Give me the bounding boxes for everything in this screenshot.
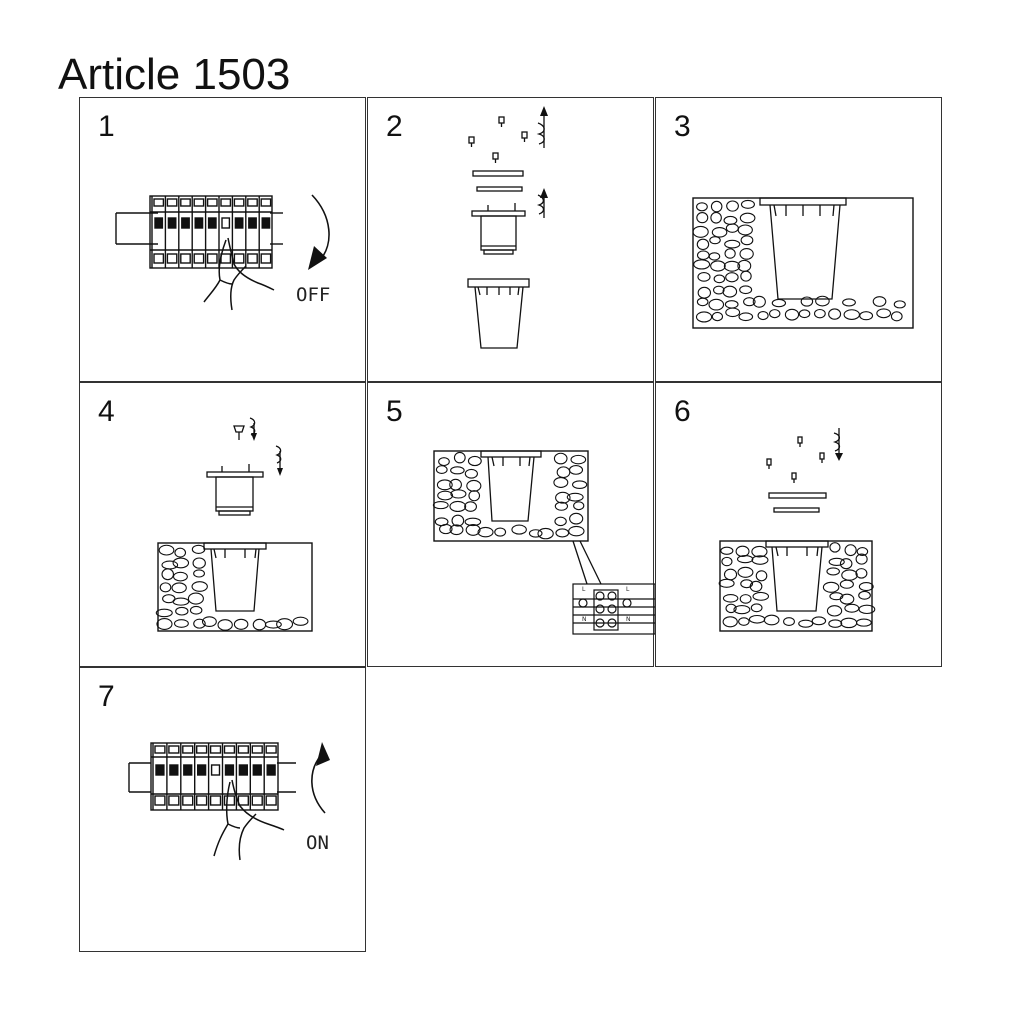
ground-sleeve-icon xyxy=(759,197,847,300)
step-panel-7: 7 ON xyxy=(79,667,366,952)
hand-icon xyxy=(213,779,285,861)
step-number: 1 xyxy=(98,110,115,143)
exploded-fixture-diagram xyxy=(467,106,548,349)
unscrew-spiral-icon xyxy=(536,122,545,145)
stone-ground-icon xyxy=(155,542,313,632)
document-title: Article 1503 xyxy=(58,50,291,99)
step-panel-6: 6 xyxy=(655,382,942,667)
ground-sleeve-icon xyxy=(765,540,829,612)
screw-icon xyxy=(766,458,772,469)
hand-icon xyxy=(203,237,275,311)
breaker-panel-icon xyxy=(115,195,283,269)
terminal-label-l-right: L xyxy=(626,586,630,593)
screw-icon xyxy=(797,436,803,447)
step-number: 6 xyxy=(674,395,691,428)
screw-icon xyxy=(521,131,528,142)
glass-cover-icon xyxy=(472,170,524,177)
screw-icon xyxy=(468,136,475,147)
ground-sleeve-icon xyxy=(480,450,602,585)
screw-icon xyxy=(233,425,245,440)
screw-icon xyxy=(791,472,797,483)
screw-icon xyxy=(498,116,505,127)
terminal-label-l-left: L xyxy=(582,586,586,593)
terminal-label-n-left: N xyxy=(582,616,587,623)
off-label: OFF xyxy=(296,284,330,306)
breaker-diagram: OFF xyxy=(115,194,330,311)
step-panel-3: 3 xyxy=(655,97,942,382)
on-label: ON xyxy=(306,832,329,854)
cover-fitting-diagram xyxy=(718,428,876,632)
step-panel-5: 5 L N L N xyxy=(367,382,656,667)
wiring-diagram: L N L N xyxy=(432,450,656,635)
step-number: 2 xyxy=(386,110,403,143)
lamp-insertion-diagram xyxy=(155,417,313,632)
step-number: 4 xyxy=(98,395,115,428)
step-number: 5 xyxy=(386,395,403,428)
step-number: 7 xyxy=(98,680,115,713)
glass-cover-icon xyxy=(768,492,827,499)
rotation-arrow-icon xyxy=(311,742,330,814)
sleeve-in-ground-diagram xyxy=(692,197,914,329)
terminal-label-n-right: N xyxy=(626,616,631,623)
unscrew-spiral-icon xyxy=(536,194,545,215)
screw-icon xyxy=(492,152,499,163)
stone-ground-icon xyxy=(718,540,876,632)
stone-ground-icon xyxy=(692,197,914,329)
stone-ground-icon xyxy=(432,450,589,542)
step-panel-1: 1 OFF xyxy=(79,97,366,382)
ground-sleeve-icon xyxy=(467,278,530,349)
breaker-diagram: ON xyxy=(128,742,330,861)
lamp-body-icon xyxy=(471,203,526,255)
gasket-icon xyxy=(773,507,820,513)
step-number: 3 xyxy=(674,110,691,143)
ground-sleeve-icon xyxy=(203,542,267,612)
breaker-panel-icon xyxy=(128,742,296,811)
step-panel-4: 4 xyxy=(79,382,366,667)
lamp-body-icon xyxy=(206,464,264,516)
gasket-icon xyxy=(476,186,523,192)
screw-icon xyxy=(819,452,825,463)
step-panel-2: 2 xyxy=(367,97,654,382)
rotation-arrow-icon xyxy=(308,194,330,270)
